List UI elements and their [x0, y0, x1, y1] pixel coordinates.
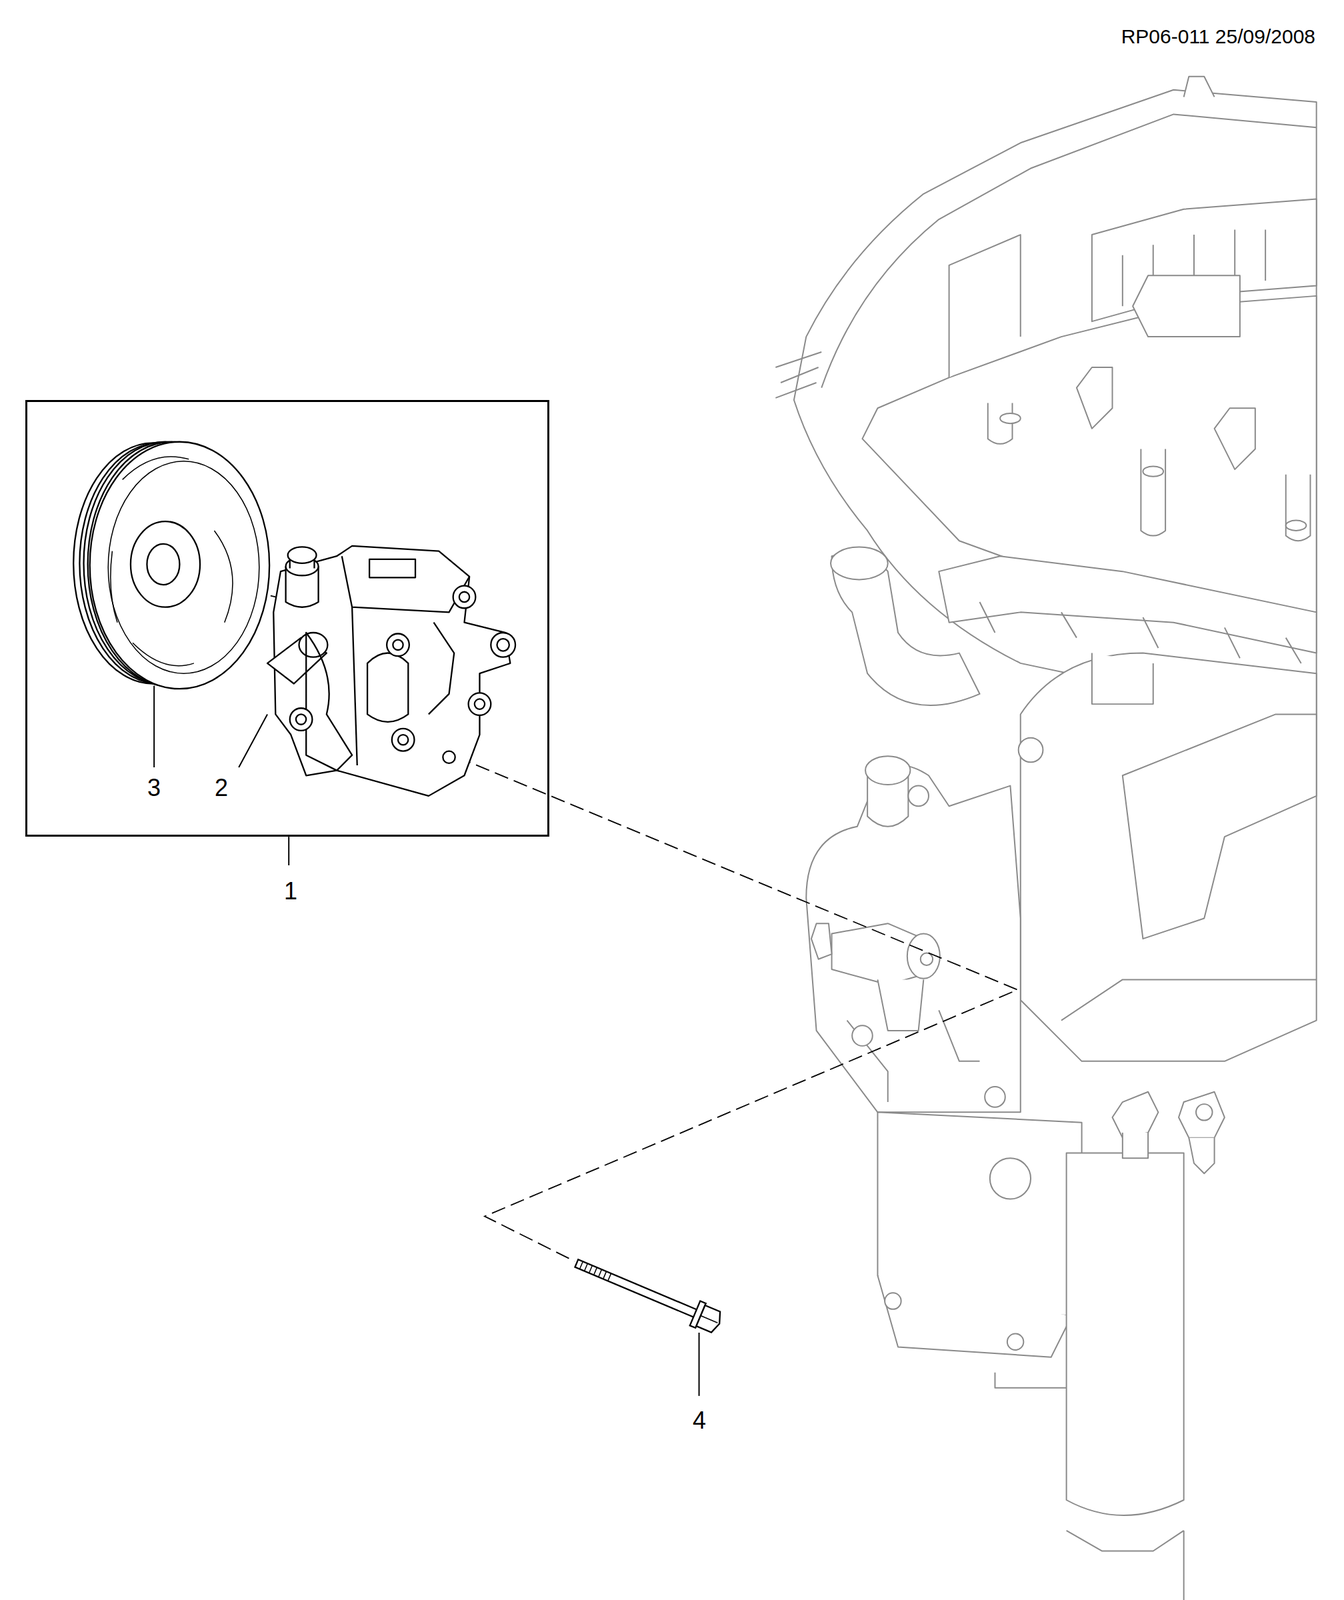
callout-number: 4 — [691, 1407, 708, 1434]
callout-number: 3 — [146, 774, 162, 802]
bolt-drawing — [571, 1251, 725, 1336]
callout-number-holder: 1 — [282, 878, 299, 905]
callout-number: 2 — [213, 774, 230, 802]
callout-number: 1 — [282, 878, 299, 905]
callout-number-holder: 2 — [213, 774, 230, 802]
drawing-reference: RP06-011 25/09/2008 — [1120, 25, 1317, 48]
assembly-bracket: 1 — [25, 400, 550, 837]
pulley-drawing — [73, 442, 270, 689]
pump-drawing — [267, 546, 516, 796]
drawing-reference-holder: RP06-011 25/09/2008 — [1120, 25, 1317, 48]
leader-line — [154, 686, 699, 1396]
callout-number-holder: 4 — [691, 1407, 708, 1434]
engine-drawing — [775, 76, 1316, 1600]
callout-number-holder: 3 — [146, 774, 162, 802]
assembly-line — [171, 571, 1018, 1262]
